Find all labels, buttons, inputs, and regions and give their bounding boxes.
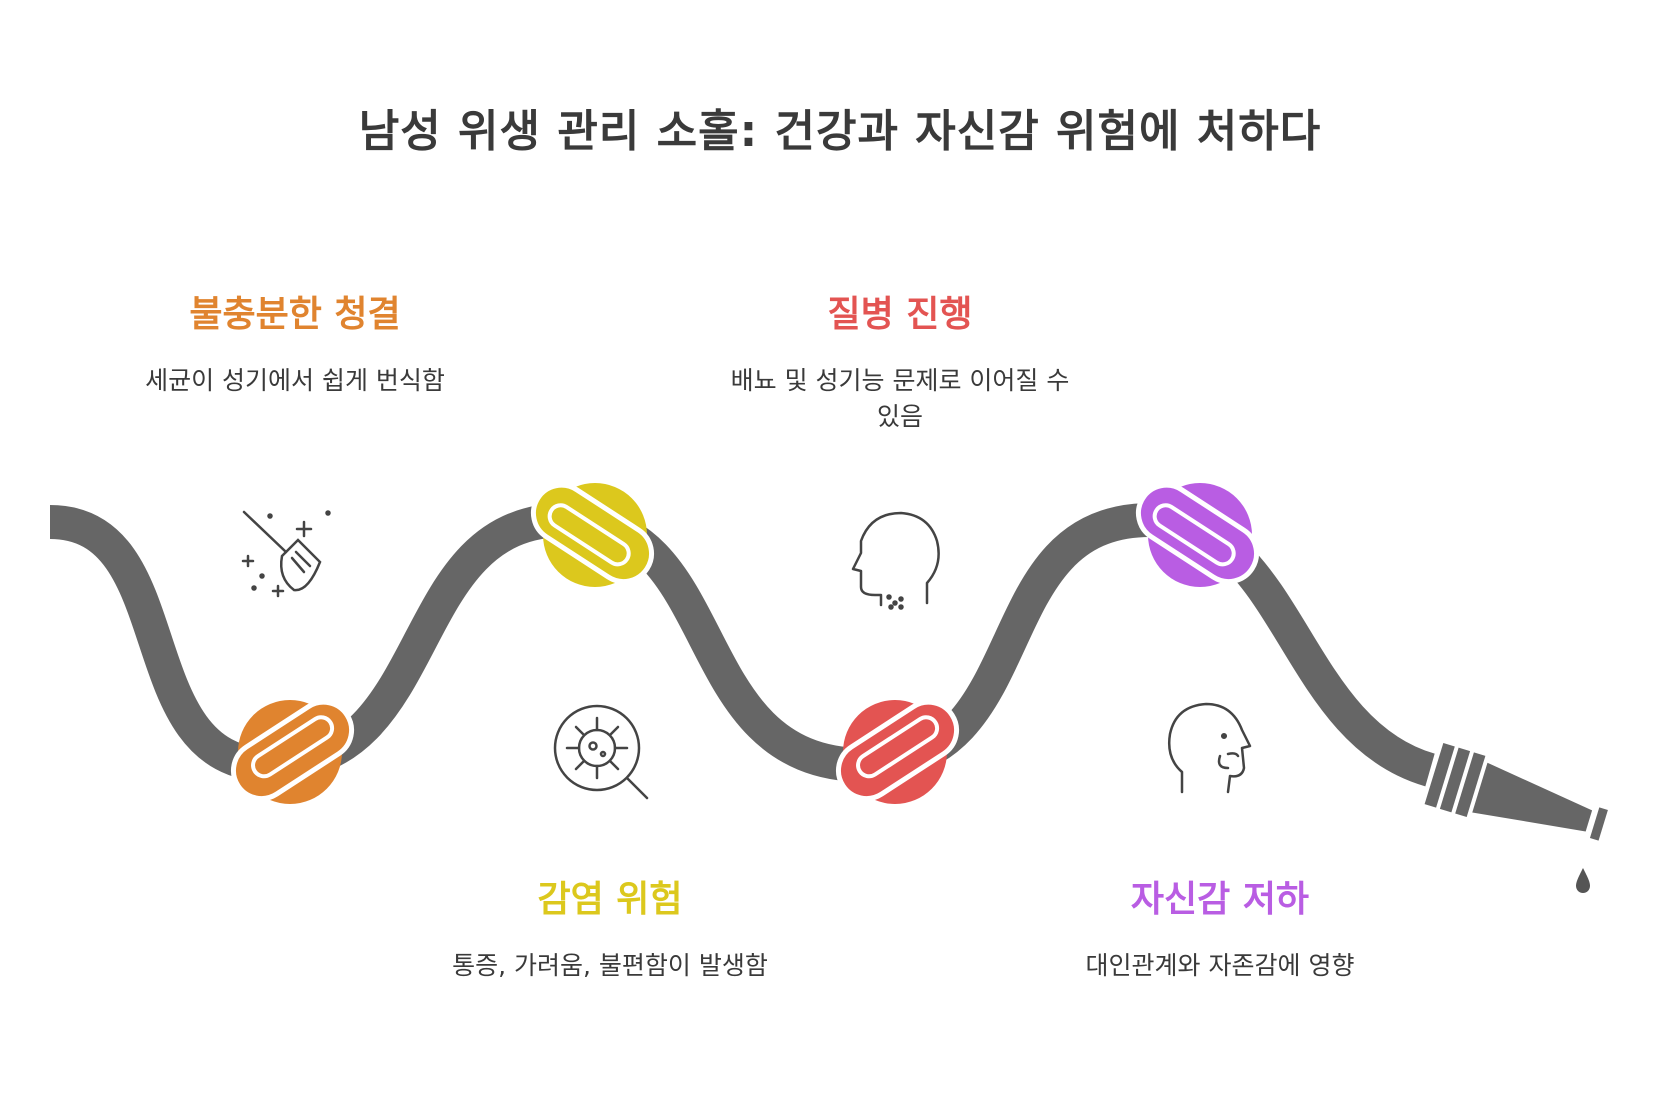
step-infection-risk: 감염 위험 통증, 가려움, 불편함이 발생함 bbox=[420, 870, 800, 984]
broom-sparkle-icon bbox=[241, 510, 331, 598]
knot-yellow bbox=[530, 482, 655, 587]
step-title: 질병 진행 bbox=[827, 294, 973, 335]
knot-purple bbox=[1135, 482, 1260, 587]
step-title: 자신감 저하 bbox=[1130, 879, 1310, 920]
diagram-title: 남성 위생 관리 소홀: 건강과 자신감 위험에 처하다 bbox=[358, 106, 1322, 157]
step-insufficient-hygiene: 불충분한 청결 세균이 성기에서 쉽게 번식함 bbox=[115, 285, 475, 399]
step-description: 배뇨 및 성기능 문제로 이어질 수 있음 bbox=[730, 366, 1070, 431]
step-description: 대인관계와 자존감에 영향 bbox=[1085, 951, 1355, 980]
step-title: 불충분한 청결 bbox=[189, 294, 401, 335]
water-drop bbox=[1576, 868, 1590, 893]
step-confidence-drop: 자신감 저하 대인관계와 자존감에 영향 bbox=[1030, 870, 1410, 984]
knot-orange bbox=[230, 699, 355, 804]
step-description: 통증, 가려움, 불편함이 발생함 bbox=[452, 951, 768, 980]
thinking-head-icon bbox=[1168, 702, 1252, 794]
knot-red bbox=[835, 699, 960, 804]
step-title: 감염 위험 bbox=[537, 879, 683, 920]
virus-magnifier-icon bbox=[553, 704, 649, 800]
hose-nozzle bbox=[1424, 742, 1608, 841]
step-description: 세균이 성기에서 쉽게 번식함 bbox=[145, 366, 445, 395]
head-sneeze-icon bbox=[851, 511, 940, 610]
step-disease-progression: 질병 진행 배뇨 및 성기능 문제로 이어질 수 있음 bbox=[730, 285, 1070, 435]
